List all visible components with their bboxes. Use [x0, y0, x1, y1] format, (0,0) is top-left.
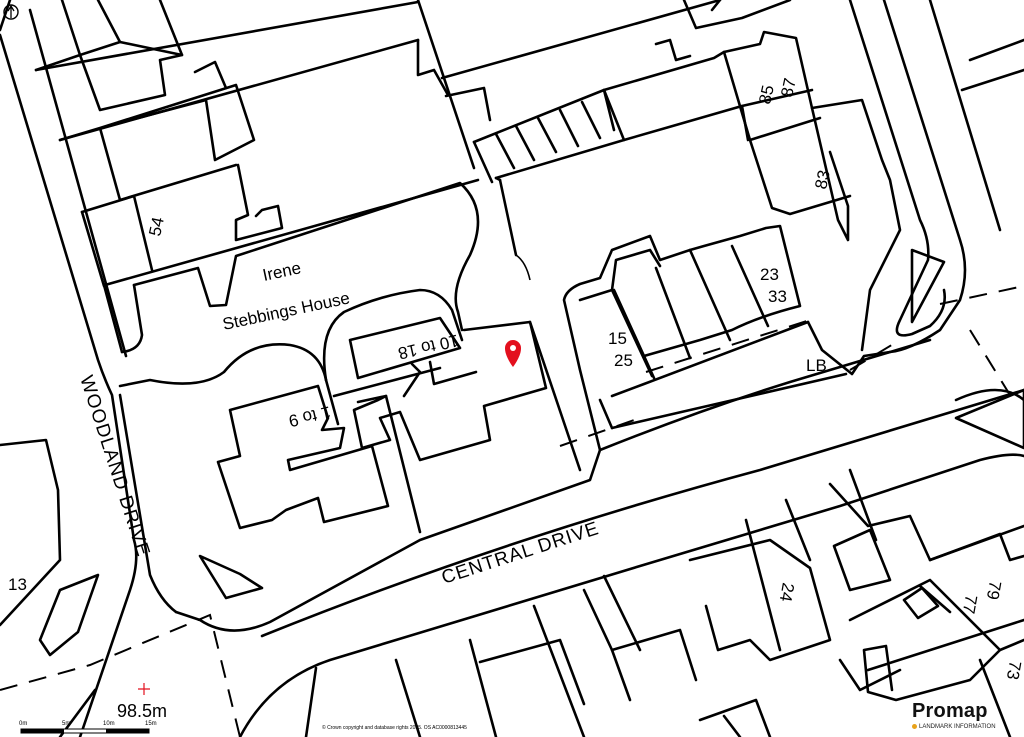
woodland-drive-road	[0, 0, 178, 737]
house-number-73: 73	[1003, 659, 1024, 681]
house-number-79: 79	[983, 579, 1005, 601]
house-number-15: 15	[608, 329, 627, 348]
central-drive-road	[238, 338, 1024, 737]
scale-label-0: 0m	[19, 721, 28, 727]
right-housing	[602, 0, 1024, 376]
dashed-boundaries	[0, 285, 1024, 737]
scale-label-15: 15m	[145, 721, 157, 727]
house-number-24: 24	[776, 581, 798, 603]
top-left-plots	[34, 0, 480, 288]
house-number-1-to-9: 1 to 9	[287, 402, 333, 430]
house-number-33: 33	[768, 287, 787, 306]
benchmark-cross-icon	[138, 683, 150, 695]
logo-subtitle-text: LANDMARK INFORMATION	[919, 724, 996, 731]
location-pin-icon	[505, 340, 521, 367]
logo-dot-icon	[912, 724, 917, 729]
logo-subtitle: LANDMARK INFORMATION	[912, 724, 996, 730]
house-number-77: 77	[959, 593, 981, 615]
house-number-87: 87	[777, 76, 800, 98]
building-name-line1: Irene	[261, 258, 303, 285]
irene-stebbings-house	[102, 181, 802, 632]
house-number-23: 23	[760, 265, 779, 284]
house-number-25: 25	[614, 351, 633, 370]
spot-level-label: 98.5m	[117, 701, 168, 721]
scale-label-5: 5m	[62, 721, 71, 727]
house-number-83: 83	[811, 168, 834, 190]
promap-logo: Promap LANDMARK INFORMATION	[912, 700, 996, 730]
logo-name: Promap	[912, 700, 988, 722]
lb-label: LB	[806, 356, 827, 375]
north-arrow-icon	[3, 4, 19, 20]
house-number-54: 54	[145, 215, 168, 237]
parking-bays	[440, 0, 792, 257]
house-number-85: 85	[755, 83, 778, 105]
woodland-drive-label: WOODLAND DRIVE	[75, 373, 153, 559]
copyright-notice: © Crown copyright and database rights 20…	[322, 725, 467, 731]
bottom-plots	[304, 468, 1024, 737]
scale-label-10: 10m	[103, 721, 115, 727]
central-drive-label: CENTRAL DRIVE	[439, 518, 602, 589]
scale-bar	[20, 728, 150, 734]
house-number-13: 13	[8, 575, 27, 594]
